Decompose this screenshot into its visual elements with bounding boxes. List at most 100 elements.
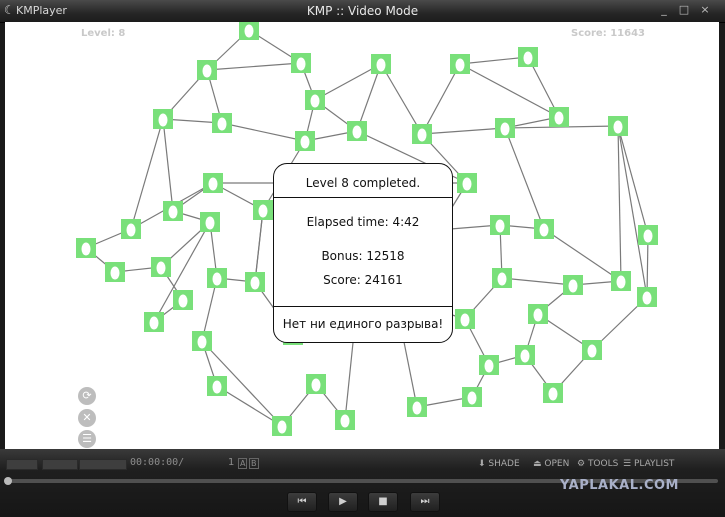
graph-node[interactable] — [490, 215, 510, 235]
graph-node[interactable] — [549, 107, 569, 127]
divider — [274, 197, 452, 198]
graph-edge — [459, 56, 529, 65]
close-button[interactable]: × — [700, 3, 710, 16]
status-row: 00:00:00/ 1 A B ⬇ SHADE ⏏ OPEN ⚙ TOOLS ☰… — [0, 453, 725, 471]
kmplayer-logo-icon: ☾ — [4, 3, 15, 17]
graph-node[interactable] — [76, 238, 96, 258]
graph-edge — [459, 63, 560, 118]
minimize-button[interactable]: _ — [661, 3, 667, 16]
shade-label: SHADE — [488, 459, 520, 469]
watermark-logo: YAPLAKAL.COM — [560, 478, 679, 493]
divider — [274, 306, 452, 307]
graph-node[interactable] — [637, 287, 657, 307]
graph-node[interactable] — [207, 376, 227, 396]
graph-node[interactable] — [173, 290, 193, 310]
graph-node[interactable] — [272, 416, 292, 436]
graph-node[interactable] — [492, 268, 512, 288]
previous-icon: ⏮ — [297, 496, 307, 507]
refresh-icon[interactable]: ⟳ — [78, 387, 96, 405]
graph-node[interactable] — [462, 387, 482, 407]
score-text: Score: 24161 — [323, 273, 403, 287]
open-label: OPEN — [544, 459, 570, 469]
graph-node[interactable] — [479, 355, 499, 375]
graph-node[interactable] — [245, 272, 265, 292]
graph-node[interactable] — [105, 262, 125, 282]
graph-node[interactable] — [371, 54, 391, 74]
graph-node[interactable] — [144, 312, 164, 332]
graph-node[interactable] — [200, 212, 220, 232]
graph-node[interactable] — [407, 397, 427, 417]
graph-node[interactable] — [450, 54, 470, 74]
graph-node[interactable] — [335, 410, 355, 430]
graph-edge — [421, 63, 461, 135]
graph-node[interactable] — [608, 116, 628, 136]
panel-segment — [79, 459, 127, 470]
graph-node[interactable] — [153, 109, 173, 129]
time-display: 00:00:00/ — [130, 457, 185, 468]
graph-edge — [216, 385, 283, 427]
graph-node[interactable] — [192, 331, 212, 351]
graph-node[interactable] — [239, 22, 259, 40]
graph-node[interactable] — [253, 200, 273, 220]
game-area[interactable]: Level: 8 Score: 11643 ⟳ ✕ ☰ Level 8 comp… — [5, 22, 719, 449]
repeat-b-button[interactable]: B — [249, 458, 259, 469]
elapsed-time-text: Elapsed time: 4:42 — [306, 215, 420, 229]
graph-node[interactable] — [457, 173, 477, 193]
stop-icon: ■ — [378, 496, 388, 507]
graph-node[interactable] — [543, 383, 563, 403]
tools-button[interactable]: ⚙ TOOLS — [577, 459, 619, 469]
graph-node[interactable] — [207, 268, 227, 288]
graph-node[interactable] — [518, 47, 538, 67]
seek-bar[interactable] — [6, 479, 718, 483]
graph-edge — [501, 277, 574, 286]
menu-icon[interactable]: ☰ — [78, 430, 96, 448]
graph-node[interactable] — [638, 225, 658, 245]
graph-edge — [356, 63, 382, 132]
stop-button[interactable]: ■ — [368, 492, 398, 512]
graph-node[interactable] — [455, 309, 475, 329]
graph-edge — [153, 221, 211, 323]
title-bar[interactable]: ☾ KMPlayer KMP :: Video Mode _ □ × — [0, 0, 725, 23]
graph-edge — [617, 125, 622, 282]
play-button[interactable]: ▶ — [328, 492, 358, 512]
graph-node[interactable] — [534, 219, 554, 239]
previous-button[interactable]: ⏮ — [287, 492, 317, 512]
score-label: Score: 11643 — [571, 28, 645, 39]
graph-edge — [201, 277, 218, 342]
graph-node[interactable] — [495, 118, 515, 138]
graph-node[interactable] — [582, 340, 602, 360]
graph-node[interactable] — [611, 271, 631, 291]
playlist-button[interactable]: ☰ PLAYLIST — [623, 459, 675, 469]
graph-node[interactable] — [305, 90, 325, 110]
graph-node[interactable] — [212, 113, 232, 133]
next-button[interactable]: ⏭ — [410, 492, 440, 512]
seek-handle[interactable] — [4, 477, 12, 485]
close-icon[interactable]: ✕ — [78, 409, 96, 427]
graph-node[interactable] — [412, 124, 432, 144]
graph-node[interactable] — [151, 257, 171, 277]
graph-node[interactable] — [563, 275, 583, 295]
graph-node[interactable] — [515, 345, 535, 365]
graph-edge — [646, 234, 649, 298]
graph-node[interactable] — [121, 219, 141, 239]
graph-edge — [380, 63, 423, 135]
graph-node[interactable] — [197, 60, 217, 80]
level-complete-dialog: Level 8 completed. Elapsed time: 4:42 Bo… — [273, 163, 453, 343]
graph-edge — [201, 340, 283, 427]
open-button[interactable]: ⏏ OPEN — [533, 459, 570, 469]
graph-edge — [617, 125, 649, 236]
graph-node[interactable] — [528, 304, 548, 324]
graph-node[interactable] — [295, 131, 315, 151]
graph-node[interactable] — [306, 374, 326, 394]
level-label: Level: 8 — [81, 28, 126, 39]
window-title: KMP :: Video Mode — [306, 4, 419, 18]
graph-node[interactable] — [203, 173, 223, 193]
graph-node[interactable] — [347, 121, 367, 141]
maximize-button[interactable]: □ — [678, 3, 690, 16]
graph-edge — [314, 63, 382, 101]
repeat-a-button[interactable]: A — [238, 458, 248, 469]
shade-button[interactable]: ⬇ SHADE — [478, 459, 520, 469]
graph-node[interactable] — [163, 201, 183, 221]
track-marker: 1 — [228, 457, 235, 468]
graph-node[interactable] — [291, 53, 311, 73]
